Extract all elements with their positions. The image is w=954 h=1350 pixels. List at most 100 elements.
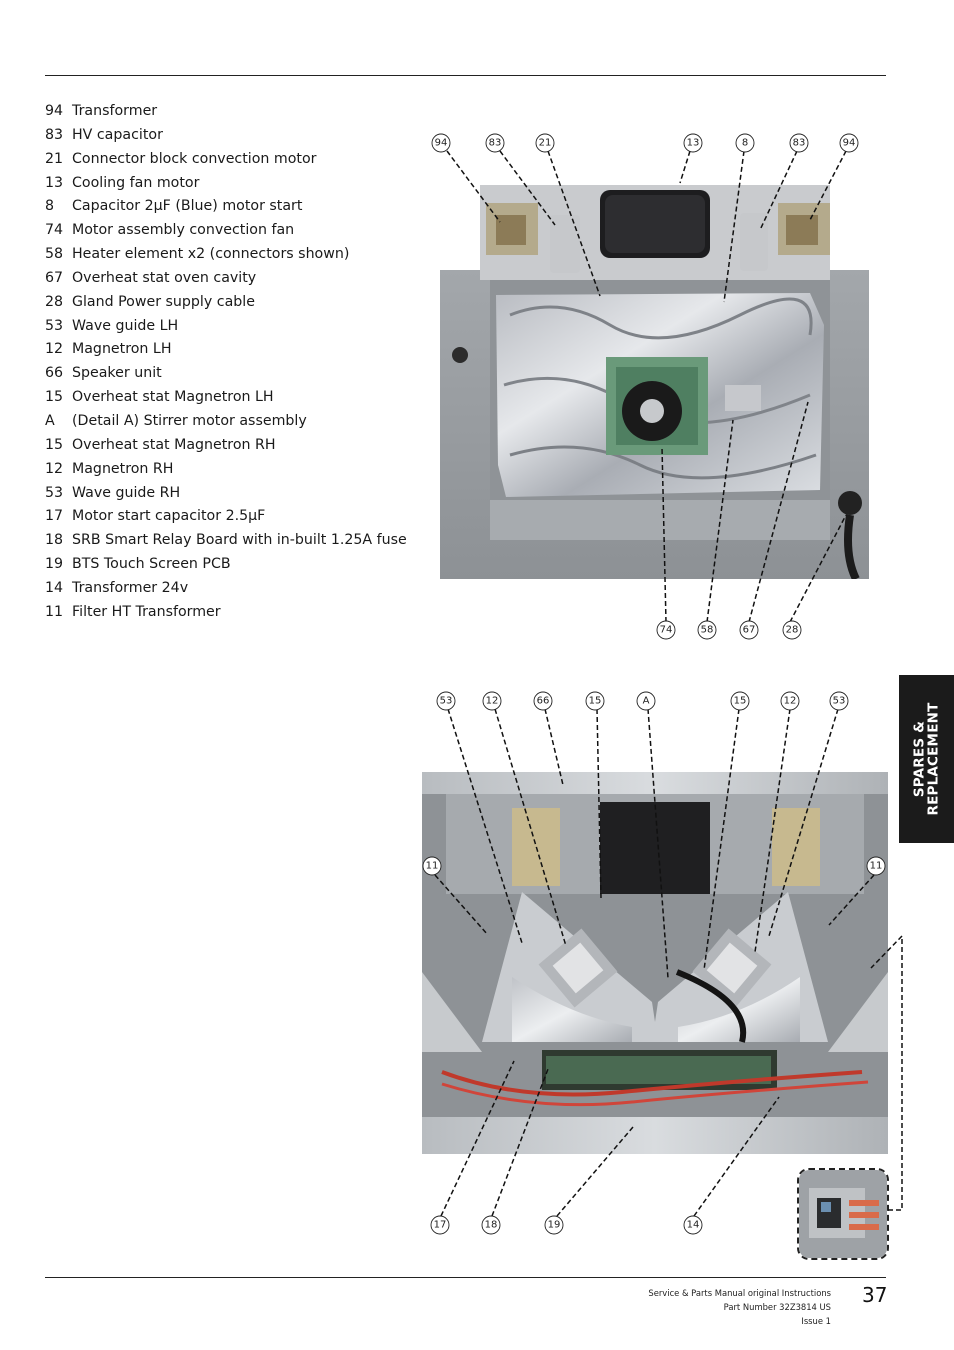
part-label: Filter HT Transformer bbox=[72, 603, 221, 620]
leader-line bbox=[447, 708, 523, 944]
part-label: Overheat stat oven cavity bbox=[72, 269, 257, 286]
part-number: 28 bbox=[45, 293, 64, 310]
callout-label: 11 bbox=[870, 861, 883, 872]
callout-label: 12 bbox=[486, 696, 499, 707]
part-label: Capacitor 2µF (Blue) motor start bbox=[72, 198, 303, 215]
part-label: Wave guide RH bbox=[72, 484, 181, 501]
part-number: 18 bbox=[45, 532, 64, 549]
part-number: Part Number 32Z3814 US bbox=[723, 1302, 831, 1312]
leader-line bbox=[703, 708, 740, 971]
callout-label: 15 bbox=[589, 696, 602, 707]
part-number: 94 bbox=[45, 103, 64, 119]
callout-label: 94 bbox=[843, 138, 856, 149]
part-label: Heater element x2 (connectors shown) bbox=[72, 246, 350, 263]
callout-label: 66 bbox=[537, 696, 550, 707]
leader-line bbox=[759, 150, 798, 231]
callout-marker: 17 bbox=[430, 1215, 450, 1235]
callout-label: 8 bbox=[742, 138, 748, 149]
parts-list-item: 58 Heater element x2 (connectors shown) bbox=[45, 243, 407, 267]
part-label: Gland Power supply cable bbox=[72, 293, 255, 310]
parts-list-item: A(Detail A) Stirrer motor assembly bbox=[45, 410, 407, 434]
leader-line bbox=[768, 708, 839, 937]
page-number: 37 bbox=[862, 1283, 888, 1307]
part-label: BTS Touch Screen PCB bbox=[72, 556, 231, 573]
callout-label: 15 bbox=[734, 696, 747, 707]
part-number: 17 bbox=[45, 508, 64, 525]
leader-line bbox=[544, 708, 564, 786]
callout-label: 11 bbox=[426, 861, 439, 872]
callout-marker: A bbox=[636, 691, 656, 711]
callout-marker: 15 bbox=[730, 691, 750, 711]
part-number: 58 bbox=[45, 246, 64, 263]
callout-marker: 53 bbox=[436, 691, 456, 711]
callout-label: 21 bbox=[539, 138, 552, 149]
part-label: Connector block convection motor bbox=[72, 150, 317, 167]
callout-label: 17 bbox=[434, 1220, 447, 1231]
callout-label: 19 bbox=[548, 1220, 561, 1231]
callout-label: 13 bbox=[687, 138, 700, 149]
leader-line bbox=[828, 874, 875, 926]
section-tab-label: SPARES & REPLACEMENT bbox=[912, 702, 942, 815]
part-number: 11 bbox=[45, 603, 64, 620]
part-label: Overheat stat Magnetron RH bbox=[72, 436, 276, 453]
callout-marker: 12 bbox=[780, 691, 800, 711]
part-label: Motor assembly convection fan bbox=[72, 222, 295, 239]
part-label: Overheat stat Magnetron LH bbox=[72, 389, 274, 406]
callout-marker: 21 bbox=[535, 133, 555, 153]
callout-marker: 13 bbox=[683, 133, 703, 153]
oven-internal-photo bbox=[422, 772, 888, 1154]
parts-list-item: 67 Overheat stat oven cavity bbox=[45, 267, 407, 291]
callout-label: 83 bbox=[489, 138, 502, 149]
callout-marker: 11 bbox=[866, 856, 886, 876]
part-number: A bbox=[45, 412, 55, 429]
leader-line bbox=[679, 150, 691, 184]
part-number: 67 bbox=[45, 269, 64, 286]
callout-label: 53 bbox=[440, 696, 453, 707]
callout-marker: 28 bbox=[782, 620, 802, 640]
leader-line bbox=[499, 150, 556, 226]
callout-marker: 19 bbox=[544, 1215, 564, 1235]
leader-line bbox=[596, 708, 602, 899]
leader-line bbox=[809, 150, 847, 221]
leader-line bbox=[440, 1060, 515, 1217]
leader-line bbox=[754, 708, 791, 953]
callout-marker: 8 bbox=[735, 133, 755, 153]
callout-label: 74 bbox=[660, 625, 673, 636]
callout-marker: 58 bbox=[697, 620, 717, 640]
leader-line bbox=[547, 150, 601, 297]
part-label: Speaker unit bbox=[72, 365, 162, 382]
callout-label: 67 bbox=[743, 625, 756, 636]
part-number: 74 bbox=[45, 222, 64, 239]
footer-rule bbox=[45, 1277, 886, 1278]
part-label: Cooling fan motor bbox=[72, 174, 200, 191]
callout-label: 53 bbox=[833, 696, 846, 707]
leader-line bbox=[723, 150, 745, 303]
callout-marker: 83 bbox=[485, 133, 505, 153]
callout-label: 18 bbox=[485, 1220, 498, 1231]
callout-label: 58 bbox=[701, 625, 714, 636]
leader-line bbox=[491, 1068, 549, 1217]
callout-marker: 11 bbox=[422, 856, 442, 876]
part-number: 53 bbox=[45, 317, 64, 334]
parts-list-item: 28 Gland Power supply cable bbox=[45, 291, 407, 315]
callout-label: 28 bbox=[786, 625, 799, 636]
callout-marker: 94 bbox=[431, 133, 451, 153]
parts-list-item: 17 Motor start capacitor 2.5µF bbox=[45, 505, 407, 529]
callout-marker: 18 bbox=[481, 1215, 501, 1235]
callout-label: 94 bbox=[435, 138, 448, 149]
part-label: Motor start capacitor 2.5µF bbox=[72, 508, 266, 525]
leader-line bbox=[789, 514, 847, 623]
issue-number: Issue 1 bbox=[801, 1316, 831, 1326]
detail-inset-photo bbox=[797, 1168, 889, 1260]
